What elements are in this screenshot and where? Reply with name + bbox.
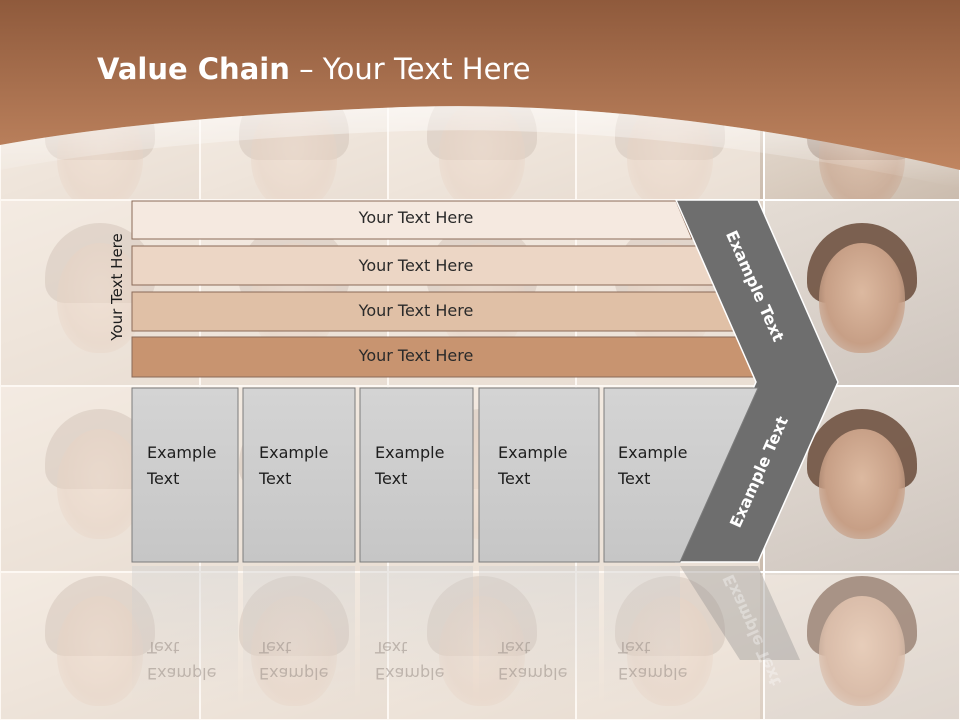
box-2-line1: Example [259, 443, 329, 462]
reflection-line2: Text [259, 638, 292, 657]
box-4-line2: Text [498, 469, 531, 488]
arrow-reflection [680, 566, 800, 660]
box-reflection [132, 566, 238, 706]
box-4-reflection-text: Example Text [498, 634, 598, 686]
box-reflection [479, 566, 599, 706]
band-1 [131, 200, 693, 240]
box-1 [131, 387, 239, 563]
header-banner [0, 0, 960, 188]
reflection-line1: Example [375, 664, 445, 683]
box-1-line2: Text [147, 469, 180, 488]
box-reflection [604, 566, 680, 706]
box-2-reflection-text: Example Text [259, 634, 359, 686]
box-5-line1: Example [618, 443, 688, 462]
reflection-line2: Text [498, 638, 531, 657]
reflection-line2: Text [375, 638, 408, 657]
band-4-text: Your Text Here [358, 346, 474, 365]
box-3-text: Example Text [375, 440, 475, 492]
box-1-text: Example Text [147, 440, 247, 492]
title-rest: – Your Text Here [289, 52, 531, 86]
band-2-text: Your Text Here [358, 256, 474, 275]
photo-tile [764, 572, 960, 720]
box-1-line1: Example [147, 443, 217, 462]
box-5 [603, 387, 759, 563]
background-veil [760, 575, 960, 720]
box-3-line2: Text [375, 469, 408, 488]
title-bold: Value Chain [97, 52, 290, 86]
box-3 [359, 387, 474, 563]
box-5-text: Example Text [618, 440, 718, 492]
band-1-text: Your Text Here [358, 208, 474, 227]
box-5-reflection-text: Example Text [618, 634, 718, 686]
box-reflection [243, 566, 355, 706]
box-2-text: Example Text [259, 440, 359, 492]
box-reflection [360, 566, 473, 706]
reflection-line1: Example [498, 664, 568, 683]
reflection-line1: Example [618, 664, 688, 683]
reflection-line2: Text [147, 638, 180, 657]
reflection-line1: Example [259, 664, 329, 683]
box-4-line1: Example [498, 443, 568, 462]
box-2-line2: Text [259, 469, 292, 488]
box-5-line2: Text [618, 469, 651, 488]
box-3-reflection-text: Example Text [375, 634, 475, 686]
box-4 [478, 387, 600, 563]
slide-title: Value Chain – Your Text Here [97, 52, 531, 86]
box-3-line1: Example [375, 443, 445, 462]
box-1-reflection-text: Example Text [147, 634, 247, 686]
reflection-line1: Example [147, 664, 217, 683]
reflection-line2: Text [618, 638, 651, 657]
box-4-text: Example Text [498, 440, 598, 492]
side-label: Your Text Here [108, 233, 126, 341]
band-3-text: Your Text Here [358, 301, 474, 320]
box-2 [242, 387, 356, 563]
